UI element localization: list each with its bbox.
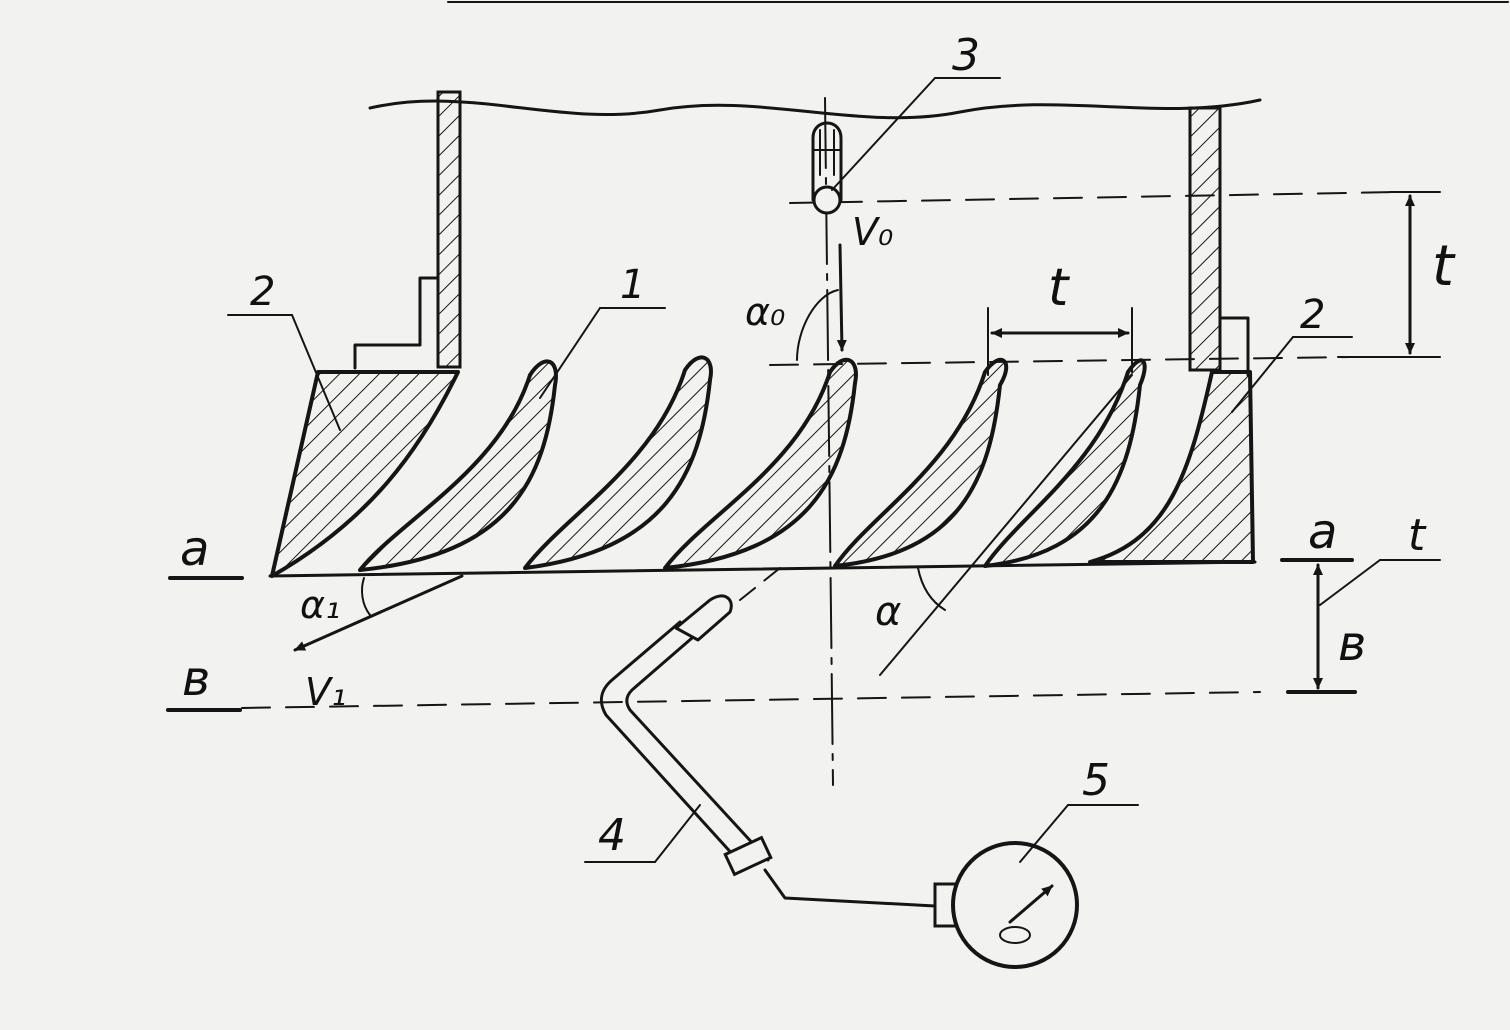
left-wall: [353, 90, 462, 370]
blade-cascade: [358, 355, 1147, 572]
right-wall: [1188, 106, 1250, 377]
right-block-leader: [1231, 336, 1294, 413]
stagger-line: [879, 374, 1133, 676]
inlet-angle-label: α₀: [745, 290, 785, 334]
right-wall-block: [1088, 370, 1255, 564]
blade-leader: [539, 307, 601, 399]
outlet-angle-label: α₁: [300, 583, 340, 627]
gauge-tube: [763, 868, 937, 908]
left-block-leader: [291, 314, 341, 431]
pressure-gauge: [933, 841, 1079, 969]
inlet-probe-label: 3: [952, 30, 980, 81]
stagger-angle-arc: [917, 567, 946, 611]
gauge-label: 5: [1082, 755, 1110, 806]
right-block-label: 2: [1300, 292, 1325, 338]
outlet-probe-label: 4: [598, 810, 626, 861]
left-block-label: 2: [250, 269, 275, 315]
section-b-label-right: в: [1338, 616, 1366, 672]
section-gap-pitch-label: t: [1408, 510, 1427, 561]
outlet-velocity-label: V₁: [305, 670, 346, 714]
outlet-probe-dash: [739, 567, 781, 601]
section-b-line: [241, 691, 1261, 709]
section-b-label-left: в: [182, 651, 210, 707]
inlet-probe-level-line: [789, 191, 1401, 204]
left-wall-block: [270, 370, 460, 578]
blade: [663, 357, 858, 570]
outlet-probe-leader: [654, 804, 701, 863]
blade: [833, 358, 1009, 568]
section-gap-leader: [1319, 559, 1381, 606]
outlet-angle-arc: [361, 577, 371, 616]
outlet-velocity-arrow: [293, 574, 464, 652]
section-a-label-left: a: [180, 521, 209, 577]
stagger-angle-label: α: [875, 589, 901, 635]
inlet-probe-leader: [831, 77, 936, 191]
blade-leading-edge-line: [769, 356, 1351, 366]
inlet-angle-arc: [796, 289, 839, 361]
blade-label: 1: [620, 262, 645, 308]
section-a-line: [268, 560, 1257, 578]
inlet-velocity-arrow: [836, 243, 847, 352]
gauge-leader: [1019, 804, 1069, 863]
section-a-label-right: a: [1308, 504, 1337, 560]
outlet-probe: [600, 594, 773, 877]
blade: [523, 355, 713, 570]
pitch-label-horizontal: t: [1048, 258, 1070, 318]
inlet-probe: [811, 121, 843, 215]
break-line: [368, 98, 1262, 120]
pitch-label-vertical: t: [1432, 234, 1456, 299]
inlet-velocity-label: V₀: [852, 210, 893, 254]
blade: [983, 358, 1147, 568]
